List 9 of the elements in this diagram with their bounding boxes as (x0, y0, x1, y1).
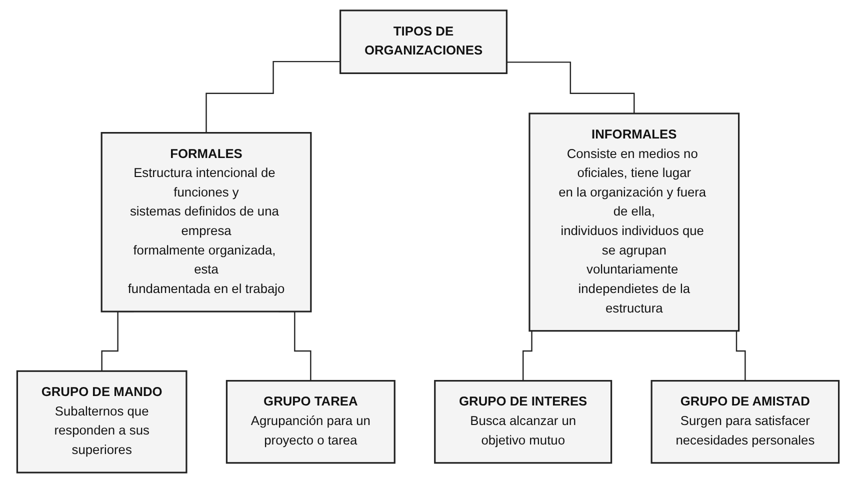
node-box: INFORMALES Consiste en medios no oficiales, tiene lugar en la organización y fuera de ella, individuos individuos que se agrupan voluntariamente independietes de la estructura (528, 112, 740, 332)
connector (506, 62, 635, 114)
node-box: GRUPO DE INTERES Busca alcanzar un objetivo mutuo (434, 380, 612, 464)
node-box: GRUPO DE AMISTAD Surgen para satisfacer necesidades personales (650, 380, 840, 464)
node-box: TIPOS DE ORGANIZACIONES (340, 10, 508, 74)
connector (206, 60, 340, 134)
node-box: GRUPO DE MANDO Subalternos que responden a sus superiores (16, 370, 188, 474)
node-box: GRUPO TAREA Agrupanción para un proyecto o tarea (226, 380, 396, 464)
node-box: FORMALES Estructura intencional de funciones y sistemas definidos de una empresa formalmente organizada, esta fundamentada en el trabajo (100, 132, 312, 312)
